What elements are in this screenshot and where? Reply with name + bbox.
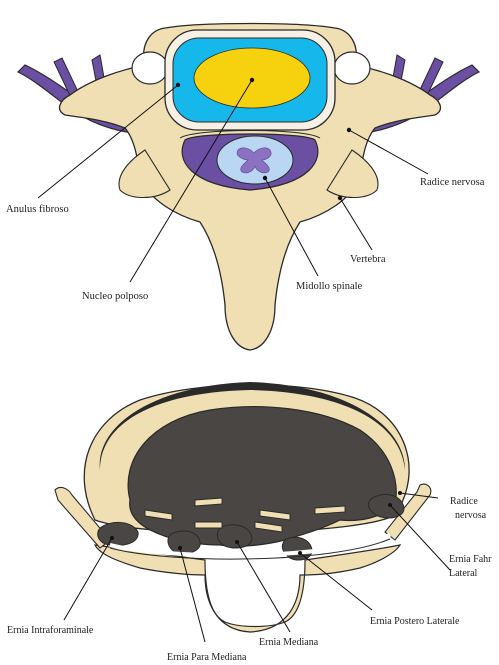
label-intra: Ernia Intraforaminale — [7, 625, 94, 636]
label-postero: Ernia Postero Laterale — [370, 616, 460, 627]
label-fahr-2: Lateral — [449, 568, 478, 579]
bottom-hernia-diagram: Radice nervosa Ernia Fahr Lateral Ernia … — [7, 382, 492, 663]
label-radice-bottom-2: nervosa — [455, 510, 487, 521]
label-vertebra: Vertebra — [350, 254, 386, 265]
lamina-base — [95, 545, 400, 632]
top-vertebra-diagram: Anulus fibroso Nucleo polposo Midollo sp… — [6, 24, 485, 351]
label-mediana: Ernia Mediana — [259, 637, 319, 648]
label-anulus: Anulus fibroso — [6, 204, 69, 215]
label-fahr-1: Ernia Fahr — [449, 554, 492, 565]
foramen-left — [132, 52, 168, 84]
foramen-right — [334, 52, 370, 84]
label-para: Ernia Para Mediana — [167, 652, 247, 663]
label-radice-bottom-1: Radice — [450, 496, 478, 507]
label-nucleo: Nucleo polposo — [82, 291, 148, 302]
label-midollo: Midollo spinale — [296, 281, 363, 292]
label-radice: Radice nervosa — [420, 177, 485, 188]
